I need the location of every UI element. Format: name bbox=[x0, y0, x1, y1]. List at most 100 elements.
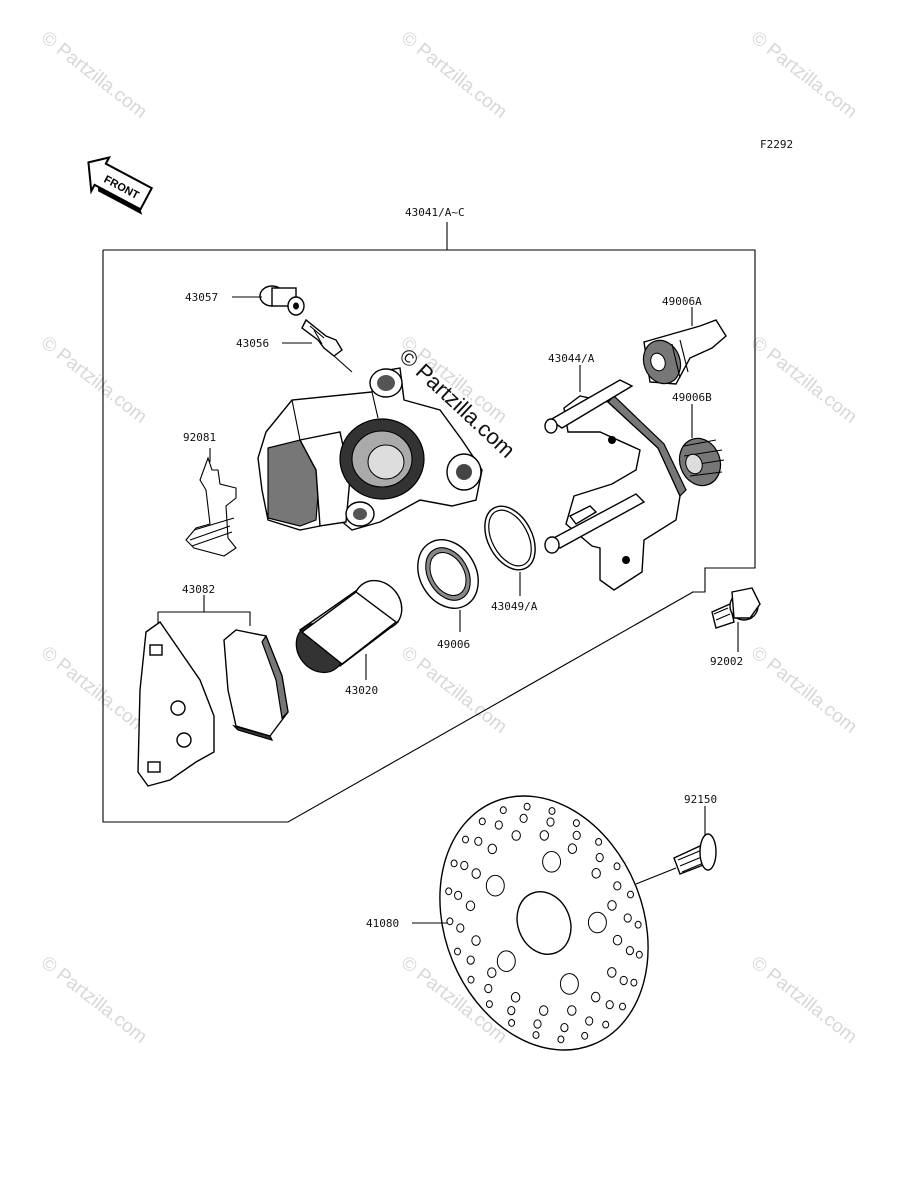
disc-hole bbox=[635, 950, 643, 959]
disc-hole bbox=[613, 881, 622, 891]
pin-boot-49006B bbox=[678, 437, 725, 487]
disc-hole bbox=[613, 862, 621, 871]
callout-49006B: 49006B bbox=[672, 391, 712, 404]
disc-hole bbox=[533, 1019, 542, 1029]
watermark-text: © Partzilla.com bbox=[747, 952, 861, 1047]
disc-hole bbox=[567, 843, 578, 855]
disc-hole bbox=[532, 1031, 540, 1039]
bolt-92002 bbox=[711, 587, 761, 629]
callout-92081: 92081 bbox=[183, 431, 216, 444]
disc-hole bbox=[557, 1035, 565, 1044]
disc-hole bbox=[450, 859, 458, 868]
disc-hole bbox=[591, 991, 601, 1003]
piston-seal-43049 bbox=[484, 505, 536, 571]
disc-hole bbox=[546, 817, 555, 827]
callout-43056: 43056 bbox=[236, 337, 269, 350]
disc-hole bbox=[478, 817, 486, 826]
disc-hole bbox=[510, 992, 521, 1003]
disc-hole bbox=[484, 983, 493, 994]
disc-hole bbox=[602, 1020, 610, 1029]
callout-49006A: 49006A bbox=[662, 295, 702, 308]
disc-hole bbox=[572, 830, 581, 841]
callout-43057: 43057 bbox=[185, 291, 218, 304]
piston-43020 bbox=[295, 579, 403, 674]
bleeder-valve-43056 bbox=[301, 318, 353, 373]
disc-hole bbox=[462, 835, 469, 844]
caliper-assembly-outline bbox=[102, 222, 756, 823]
disc-hole bbox=[627, 890, 634, 899]
disc-hole bbox=[454, 890, 463, 901]
disc-hole bbox=[567, 1005, 577, 1016]
disc-hole bbox=[494, 820, 503, 830]
callout-43049: 43049/A bbox=[491, 600, 538, 613]
disc-hole bbox=[542, 851, 562, 873]
disc-bolt-92150 bbox=[673, 833, 717, 875]
disc-hole bbox=[585, 1016, 594, 1026]
disc-hole bbox=[446, 917, 454, 926]
disc-hole bbox=[572, 819, 580, 827]
disc-hole bbox=[474, 836, 483, 846]
disc-hole bbox=[539, 1005, 549, 1016]
watermark-text: © Partzilla.com bbox=[747, 642, 861, 737]
disc-hole bbox=[460, 860, 469, 871]
disc-hole bbox=[559, 973, 579, 995]
front-arrow-icon: FRONT bbox=[87, 156, 154, 215]
figure-code: F2292 bbox=[760, 138, 793, 151]
disc-hole bbox=[591, 868, 601, 879]
dust-seal-49006 bbox=[417, 539, 479, 609]
disc-hole bbox=[466, 955, 475, 965]
pin-boot-49006A bbox=[642, 319, 727, 385]
disc-hole bbox=[456, 923, 465, 933]
callout-49006: 49006 bbox=[437, 638, 470, 651]
disc-hole bbox=[625, 946, 635, 956]
callout-43020: 43020 bbox=[345, 684, 378, 697]
disc-hole bbox=[487, 967, 497, 979]
disc-hole bbox=[595, 852, 604, 863]
pad-spring-92081 bbox=[185, 456, 237, 557]
disc-hole bbox=[523, 802, 531, 811]
watermark-text: © Partzilla.com bbox=[397, 27, 511, 122]
brake-pads-43082 bbox=[137, 621, 289, 787]
callout-43041: 43041/A~C bbox=[405, 206, 465, 219]
disc-hole bbox=[454, 947, 461, 956]
disc-hole bbox=[587, 911, 607, 934]
disc-hole bbox=[471, 935, 481, 946]
disc-hole bbox=[485, 1000, 493, 1008]
disc-hole bbox=[507, 1006, 516, 1016]
caliper-bracket-43044 bbox=[544, 379, 687, 591]
callout-41080: 41080 bbox=[366, 917, 399, 930]
watermark-text: © Partzilla.com bbox=[37, 27, 151, 122]
watermark-text: © Partzilla.com bbox=[747, 332, 861, 427]
disc-hole bbox=[630, 978, 638, 987]
watermark-text: © Partzilla.com bbox=[37, 332, 151, 427]
disc-hole bbox=[595, 838, 603, 846]
disc-hole bbox=[605, 1000, 614, 1010]
watermark-text: © Partzilla.com bbox=[747, 27, 861, 122]
disc-hole bbox=[539, 830, 549, 841]
disc-hole bbox=[581, 1031, 589, 1040]
disc-hole bbox=[499, 806, 507, 815]
disc-hole bbox=[619, 1002, 626, 1011]
bleeder-cap-43057 bbox=[259, 285, 305, 316]
disc-hole bbox=[607, 967, 617, 978]
caliper-body bbox=[257, 367, 483, 531]
callout-43044: 43044/A bbox=[548, 352, 595, 365]
disc-hole bbox=[487, 843, 497, 855]
disc-hole bbox=[560, 1023, 569, 1033]
disc-hole bbox=[619, 975, 628, 986]
disc-hole bbox=[634, 920, 642, 929]
disc-hole bbox=[508, 1019, 516, 1027]
callout-43082: 43082 bbox=[182, 583, 215, 596]
disc-hole bbox=[519, 813, 528, 824]
disc-hole bbox=[467, 975, 475, 984]
disc-hole bbox=[548, 807, 556, 815]
disc-hole bbox=[612, 934, 623, 946]
disc-hole bbox=[485, 874, 505, 897]
disc-vent-holes bbox=[445, 802, 643, 1044]
disc-hole bbox=[511, 830, 521, 841]
watermark-text: © Partzilla.com bbox=[37, 952, 151, 1047]
disc-hole bbox=[471, 868, 481, 879]
brake-disc-41080 bbox=[439, 795, 649, 1051]
disc-hole bbox=[623, 913, 632, 923]
